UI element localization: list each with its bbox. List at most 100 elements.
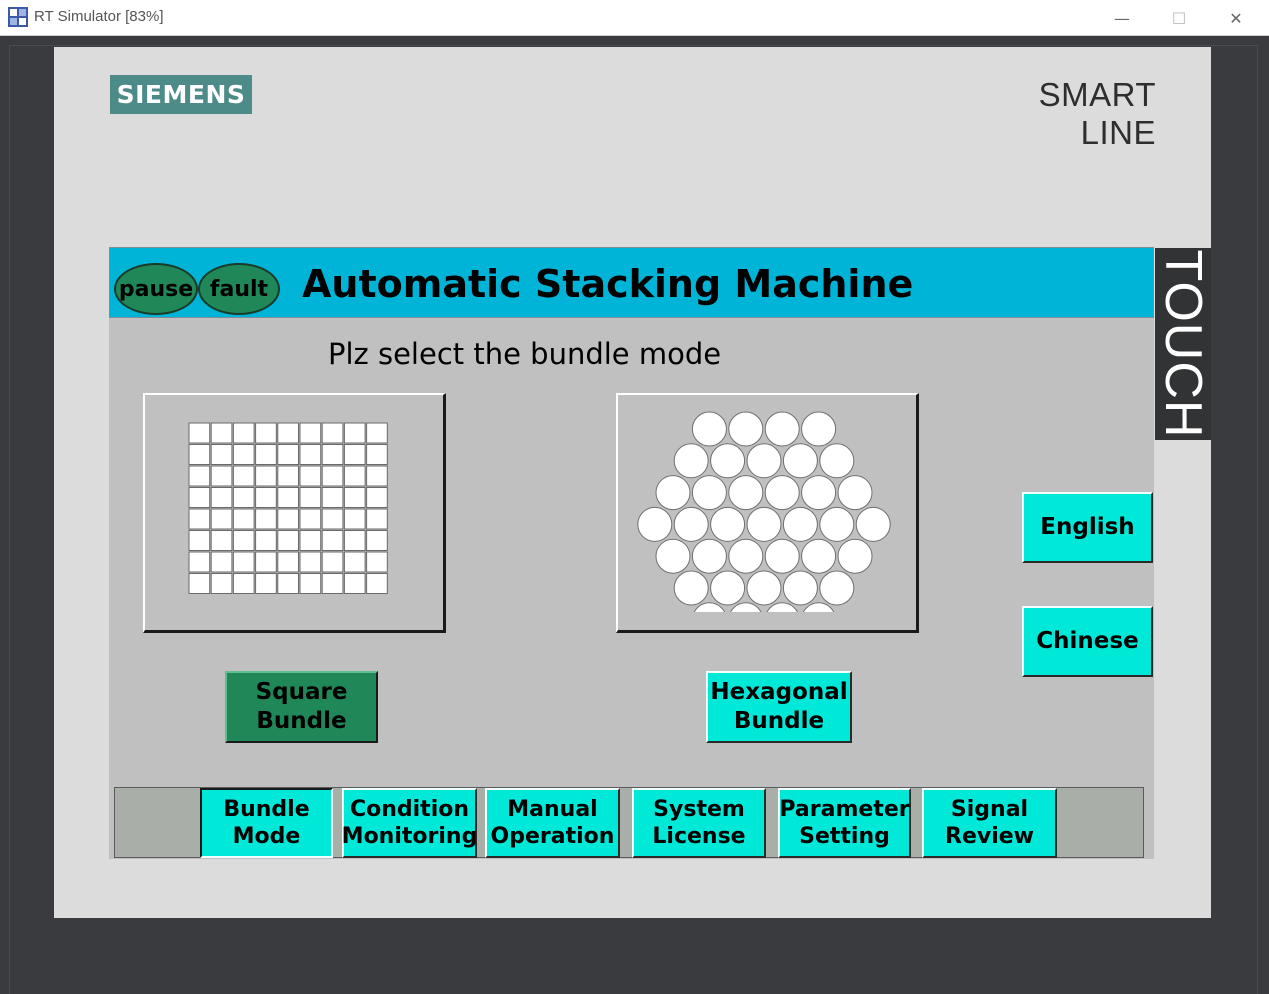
grid-cell bbox=[299, 573, 322, 594]
header-bar bbox=[109, 247, 1154, 318]
bundle-circle bbox=[801, 538, 837, 574]
window-titlebar: RT Simulator [83%] — ☐ ✕ bbox=[0, 0, 1269, 36]
grid-cell bbox=[277, 573, 300, 594]
grid-cell bbox=[366, 551, 388, 573]
english-button[interactable]: English bbox=[1022, 492, 1153, 563]
bundle-circle bbox=[801, 411, 837, 447]
grid-cell bbox=[343, 487, 366, 508]
grid-cell bbox=[188, 444, 211, 465]
maximize-button[interactable]: ☐ bbox=[1151, 0, 1207, 36]
app-icon bbox=[8, 7, 28, 27]
bundle-circle bbox=[730, 602, 762, 612]
grid-cell bbox=[299, 551, 322, 573]
chinese-button[interactable]: Chinese bbox=[1022, 606, 1153, 677]
grid-cell bbox=[299, 444, 322, 465]
grid-cell bbox=[366, 530, 388, 551]
bundle-circle bbox=[728, 538, 764, 574]
grid-cell bbox=[277, 465, 300, 487]
grid-cell bbox=[321, 508, 344, 530]
grid-cell bbox=[210, 444, 233, 465]
grid-cell bbox=[210, 508, 233, 530]
bundle-circle bbox=[710, 506, 746, 542]
grid-cell bbox=[255, 422, 277, 444]
bundle-circle bbox=[801, 475, 837, 511]
grid-cell bbox=[188, 551, 211, 573]
grid-cell bbox=[232, 530, 255, 551]
bundle-circle bbox=[655, 538, 691, 574]
bundle-circle bbox=[819, 443, 855, 479]
window-title: RT Simulator [83%] bbox=[34, 8, 164, 25]
bundle-circle bbox=[764, 538, 800, 574]
grid-cell bbox=[343, 508, 366, 530]
grid-cell bbox=[343, 465, 366, 487]
grid-cell bbox=[188, 422, 211, 444]
grid-cell bbox=[343, 573, 366, 594]
grid-cell bbox=[188, 573, 211, 594]
grid-cell bbox=[277, 530, 300, 551]
bundle-circle bbox=[693, 602, 726, 612]
square-grid-graphic bbox=[188, 422, 388, 594]
grid-cell bbox=[210, 573, 233, 594]
grid-cell bbox=[232, 551, 255, 573]
grid-cell bbox=[188, 465, 211, 487]
grid-cell bbox=[255, 444, 277, 465]
bundle-circle bbox=[746, 443, 782, 479]
grid-cell bbox=[366, 465, 388, 487]
bundle-circle bbox=[746, 506, 782, 542]
page-title: Automatic Stacking Machine bbox=[302, 262, 914, 306]
grid-cell bbox=[277, 422, 300, 444]
grid-cell bbox=[232, 444, 255, 465]
model-label: SMART LINE bbox=[1038, 76, 1156, 151]
grid-cell bbox=[232, 573, 255, 594]
grid-cell bbox=[210, 530, 233, 551]
grid-cell bbox=[343, 551, 366, 573]
grid-cell bbox=[299, 487, 322, 508]
bundle-circle bbox=[710, 570, 746, 606]
siemens-logo: SIEMENS bbox=[110, 75, 252, 114]
grid-cell bbox=[188, 530, 211, 551]
touch-side-tab bbox=[1155, 248, 1211, 440]
grid-cell bbox=[255, 465, 277, 487]
grid-cell bbox=[366, 508, 388, 530]
bundle-circle bbox=[746, 570, 782, 606]
grid-cell bbox=[321, 530, 344, 551]
hexagon-circles-graphic bbox=[637, 411, 891, 612]
bundle-circle bbox=[819, 570, 855, 606]
bundle-mode-prompt: Plz select the bundle mode bbox=[328, 337, 722, 371]
grid-cell bbox=[210, 422, 233, 444]
bundle-circle bbox=[837, 475, 873, 511]
touch-label: TOUCH bbox=[1154, 249, 1212, 439]
bundle-circle bbox=[673, 443, 709, 479]
bundle-circle bbox=[637, 506, 673, 542]
bundle-circle bbox=[691, 411, 727, 447]
grid-cell bbox=[188, 508, 211, 530]
bundle-circle bbox=[766, 602, 798, 612]
grid-cell bbox=[343, 422, 366, 444]
grid-cell bbox=[277, 444, 300, 465]
pause-indicator[interactable]: pause bbox=[114, 263, 198, 315]
fault-indicator[interactable]: fault bbox=[198, 263, 280, 315]
grid-cell bbox=[232, 487, 255, 508]
grid-cell bbox=[255, 508, 277, 530]
grid-cell bbox=[255, 573, 277, 594]
minimize-button[interactable]: — bbox=[1094, 0, 1150, 36]
grid-cell bbox=[366, 487, 388, 508]
bundle-circle bbox=[691, 475, 727, 511]
grid-cell bbox=[277, 508, 300, 530]
grid-cell bbox=[299, 508, 322, 530]
grid-cell bbox=[277, 551, 300, 573]
grid-cell bbox=[321, 444, 344, 465]
grid-cell bbox=[299, 422, 322, 444]
grid-cell bbox=[232, 422, 255, 444]
close-button[interactable]: ✕ bbox=[1208, 0, 1264, 36]
grid-cell bbox=[343, 530, 366, 551]
bundle-circle bbox=[764, 475, 800, 511]
